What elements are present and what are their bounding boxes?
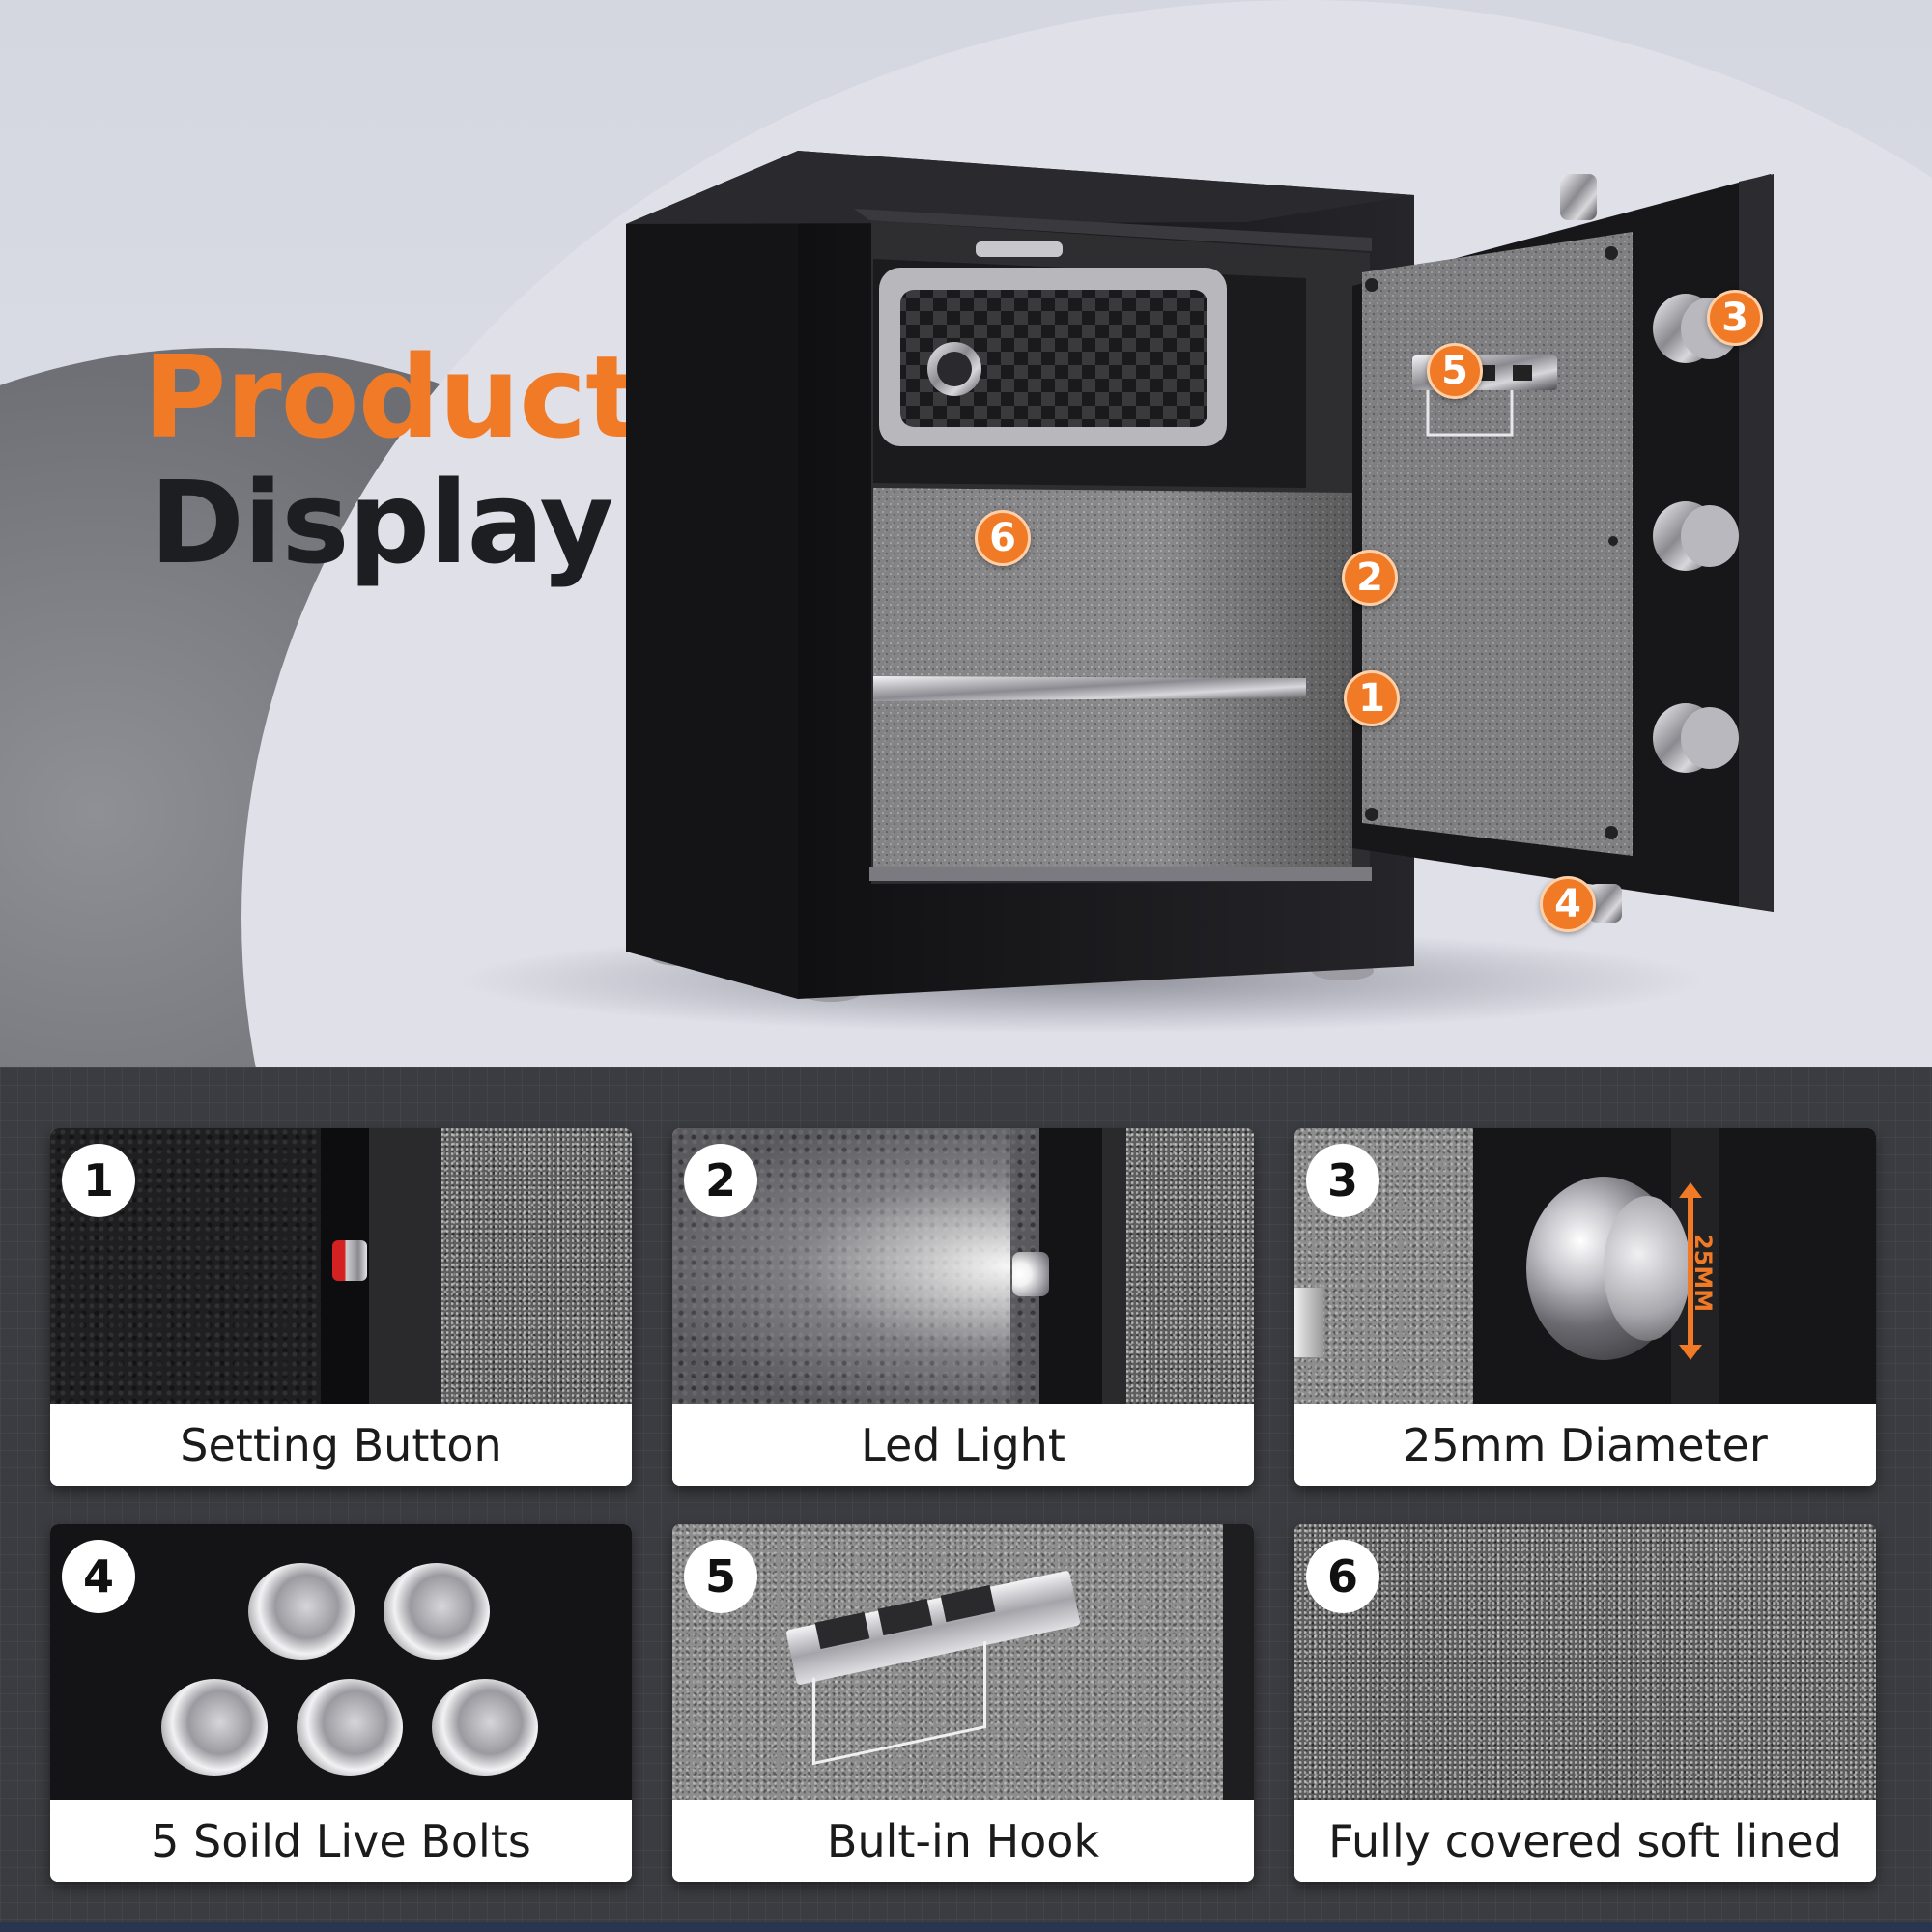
hook-image (672, 1524, 1254, 1800)
hero-section: Product Display (0, 0, 1932, 1067)
safe-side-panel (626, 151, 798, 999)
title-display: Display (150, 456, 613, 589)
marker-5: 5 (1427, 343, 1483, 399)
marker-2: 2 (1342, 550, 1398, 606)
feature-label: Fully covered soft lined (1294, 1800, 1876, 1882)
feature-card-led-light: 2 Led Light (672, 1128, 1254, 1486)
setting-button-image (50, 1128, 632, 1404)
bottom-strip (0, 1922, 1932, 1932)
feature-label: 5 Soild Live Bolts (50, 1800, 632, 1882)
feature-number: 4 (62, 1540, 135, 1613)
feature-card-diameter: 25MM 3 25mm Diameter (1294, 1128, 1876, 1486)
bolt-icon (297, 1679, 403, 1776)
feature-number: 2 (684, 1144, 757, 1217)
setting-button-icon (332, 1240, 367, 1281)
feature-number: 6 (1306, 1540, 1379, 1613)
feature-card-hook: 5 Bult-in Hook (672, 1524, 1254, 1882)
feature-label: Setting Button (50, 1404, 632, 1486)
marker-4: 4 (1540, 876, 1596, 932)
door-hinge (1560, 174, 1597, 220)
bolt-icon (384, 1563, 490, 1660)
feature-number: 1 (62, 1144, 135, 1217)
feature-card-setting-button: 1 Setting Button (50, 1128, 632, 1486)
feature-label: 25mm Diameter (1294, 1404, 1876, 1486)
feature-label: Led Light (672, 1404, 1254, 1486)
diameter-image: 25MM (1294, 1128, 1876, 1404)
feature-label: Bult-in Hook (672, 1800, 1254, 1882)
safe-shelf (873, 676, 1306, 701)
safe-top-panel (626, 151, 1414, 224)
led-light-image (672, 1128, 1254, 1404)
live-bolts-image (50, 1524, 632, 1800)
bolt-icon (161, 1679, 268, 1776)
led-light-icon (1012, 1252, 1049, 1296)
safe-door-side (1739, 174, 1774, 912)
dimension-arrow (1688, 1188, 1693, 1349)
dimension-label: 25MM (1690, 1234, 1717, 1313)
feature-number: 3 (1306, 1144, 1379, 1217)
marker-1: 1 (1344, 670, 1400, 726)
door-bolt (1653, 703, 1739, 773)
safe-illustration (626, 151, 1774, 1002)
feature-number: 5 (684, 1540, 757, 1613)
feature-card-live-bolts: 4 5 Soild Live Bolts (50, 1524, 632, 1882)
soft-lining-image (1294, 1524, 1876, 1800)
marker-6: 6 (975, 510, 1031, 566)
inner-keypad-pattern (900, 290, 1208, 427)
bolt-icon (432, 1679, 538, 1776)
feature-card-soft-lined: 6 Fully covered soft lined (1294, 1524, 1876, 1882)
door-bolt (1653, 501, 1739, 571)
door-hinge (1589, 884, 1622, 923)
bolt-icon (248, 1563, 355, 1660)
marker-3: 3 (1707, 290, 1763, 346)
title-product: Product (143, 330, 640, 464)
